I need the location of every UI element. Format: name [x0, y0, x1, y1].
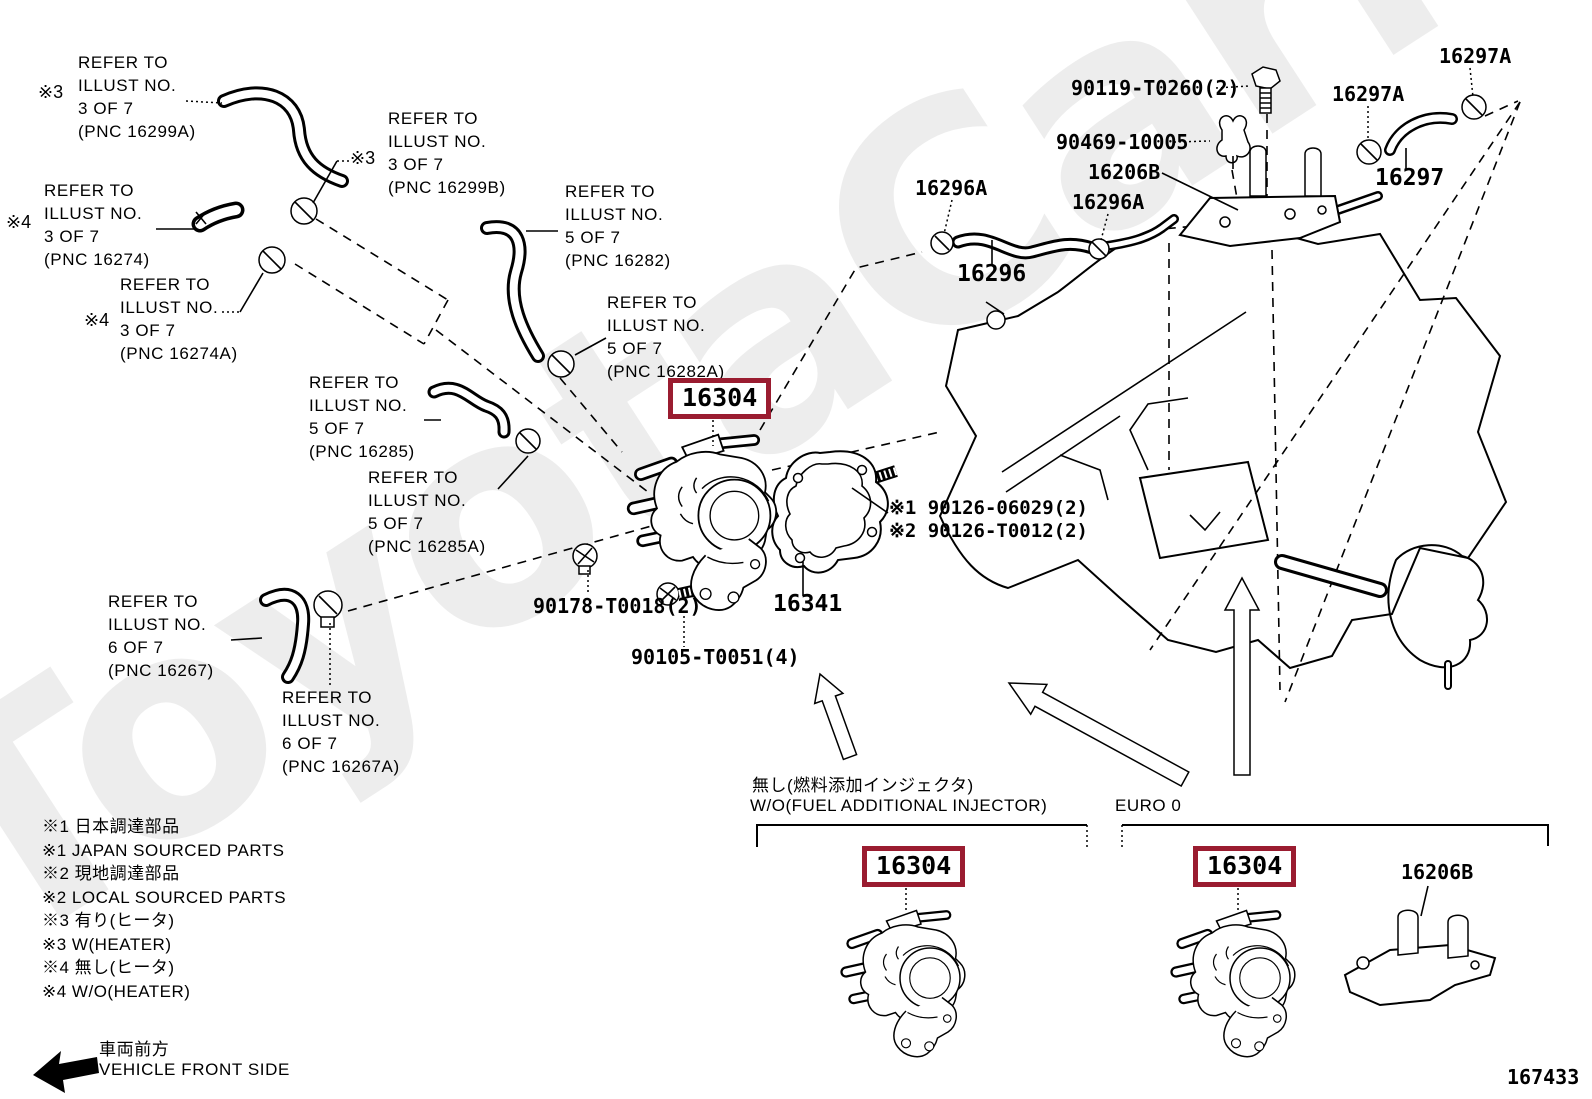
part-label-90126-06029: ※1 90126-06029(2): [889, 497, 1088, 519]
hose-clamps: [258, 94, 1487, 628]
footnote-legend: ※1 日本調達部品 ※1 JAPAN SOURCED PARTS ※2 現地調達部品…: [42, 815, 286, 1003]
water-pump-variant-euro0: [1176, 911, 1295, 1057]
water-pump-variant-wo-injector: [846, 911, 965, 1057]
refer-note-16282A: REFER TO ILLUST NO. 5 OF 7 (PNC 16282A): [607, 293, 725, 381]
part-label-90178-T0018: 90178-T0018(2): [533, 594, 702, 618]
part-label-90105-T0051: 90105-T0051(4): [631, 645, 800, 669]
refer-note-16285: REFER TO ILLUST NO. 5 OF 7 (PNC 16285): [309, 373, 415, 461]
bracket-16206B-bottom-drawing: [1343, 909, 1497, 1007]
part-label-16296A-right: 16296A: [1072, 190, 1145, 214]
part-label-16297: 16297: [1375, 165, 1445, 191]
refer-note-16267A: REFER TO ILLUST NO. 6 OF 7 (PNC 16267A): [282, 688, 400, 776]
refer-note-16267: REFER TO ILLUST NO. 6 OF 7 (PNC 16267): [108, 592, 214, 680]
refer-note-16274: REFER TO ILLUST NO. 3 OF 7 (PNC 16274): [44, 181, 150, 269]
highlighted-part-16304-wo-injector: 16304: [862, 846, 966, 887]
refer-note-16299B: REFER TO ILLUST NO. 3 OF 7 (PNC 16299B): [388, 109, 506, 197]
part-label-16297A-top: 16297A: [1439, 44, 1512, 68]
figure-number: 167433: [1507, 1065, 1580, 1089]
note-marker: ※4: [6, 212, 32, 232]
footnote-line: ※3 有り(ヒータ): [42, 911, 175, 930]
direction-arrows: [813, 576, 1261, 788]
part-label-16297A-mid: 16297A: [1332, 82, 1405, 106]
refer-note-16299A: REFER TO ILLUST NO. 3 OF 7 (PNC 16299A): [78, 53, 196, 141]
refer-note-16274A: REFER TO ILLUST NO. 3 OF 7 (PNC 16274A): [120, 275, 238, 363]
variant-group-brackets: [756, 824, 1549, 847]
hoses: [191, 86, 1458, 684]
footnote-line: ※2 LOCAL SOURCED PARTS: [42, 887, 287, 907]
front-side-label-en: VEHICLE FRONT SIDE: [99, 1060, 290, 1079]
vehicle-front-arrow: [33, 1051, 99, 1093]
note-marker: ※3: [350, 148, 376, 168]
variant-caption-en: W/O(FUEL ADDITIONAL INJECTOR): [750, 796, 1048, 815]
footnote-line: ※4 W/O(HEATER): [42, 981, 191, 1001]
refer-note-16285A: REFER TO ILLUST NO. 5 OF 7 (PNC 16285A): [368, 468, 486, 556]
footnote-line: ※1 日本調達部品: [42, 817, 180, 836]
gasket-16341: [771, 450, 889, 574]
highlighted-part-16304-main: 16304: [668, 378, 772, 419]
part-label-16206B-bottom: 16206B: [1401, 860, 1474, 884]
pipe-bracket-assembly: [1095, 145, 1383, 252]
part-label-90469-10005: 90469-10005: [1056, 130, 1189, 154]
variant-caption-jp: 無し(燃料添加インジェクタ): [752, 776, 974, 795]
part-label-16296: 16296: [957, 261, 1027, 287]
footnote-line: ※2 現地調達部品: [42, 864, 180, 883]
footnote-line: ※3 W(HEATER): [42, 934, 172, 954]
part-label-90126-T0012: ※2 90126-T0012(2): [889, 520, 1088, 542]
water-pump-main: [634, 435, 777, 610]
note-marker: ※3: [38, 82, 64, 102]
front-side-label-jp: 車両前方: [99, 1040, 170, 1059]
variant-caption-euro0: EURO 0: [1115, 796, 1182, 815]
part-label-90119-T0260: 90119-T0260(2): [1071, 76, 1240, 100]
footnote-line: ※1 JAPAN SOURCED PARTS: [42, 840, 285, 860]
highlighted-part-16304-euro0: 16304: [1193, 846, 1297, 887]
leader-lines: [156, 67, 1474, 917]
part-label-16296A-left: 16296A: [915, 176, 988, 200]
engine-block-outline: [938, 221, 1508, 690]
refer-note-16282: REFER TO ILLUST NO. 5 OF 7 (PNC 16282): [565, 182, 671, 270]
part-label-16341: 16341: [773, 591, 843, 617]
part-label-16206B-top: 16206B: [1088, 160, 1161, 184]
footnote-line: ※4 無し(ヒータ): [42, 958, 175, 977]
note-marker: ※4: [84, 310, 110, 330]
